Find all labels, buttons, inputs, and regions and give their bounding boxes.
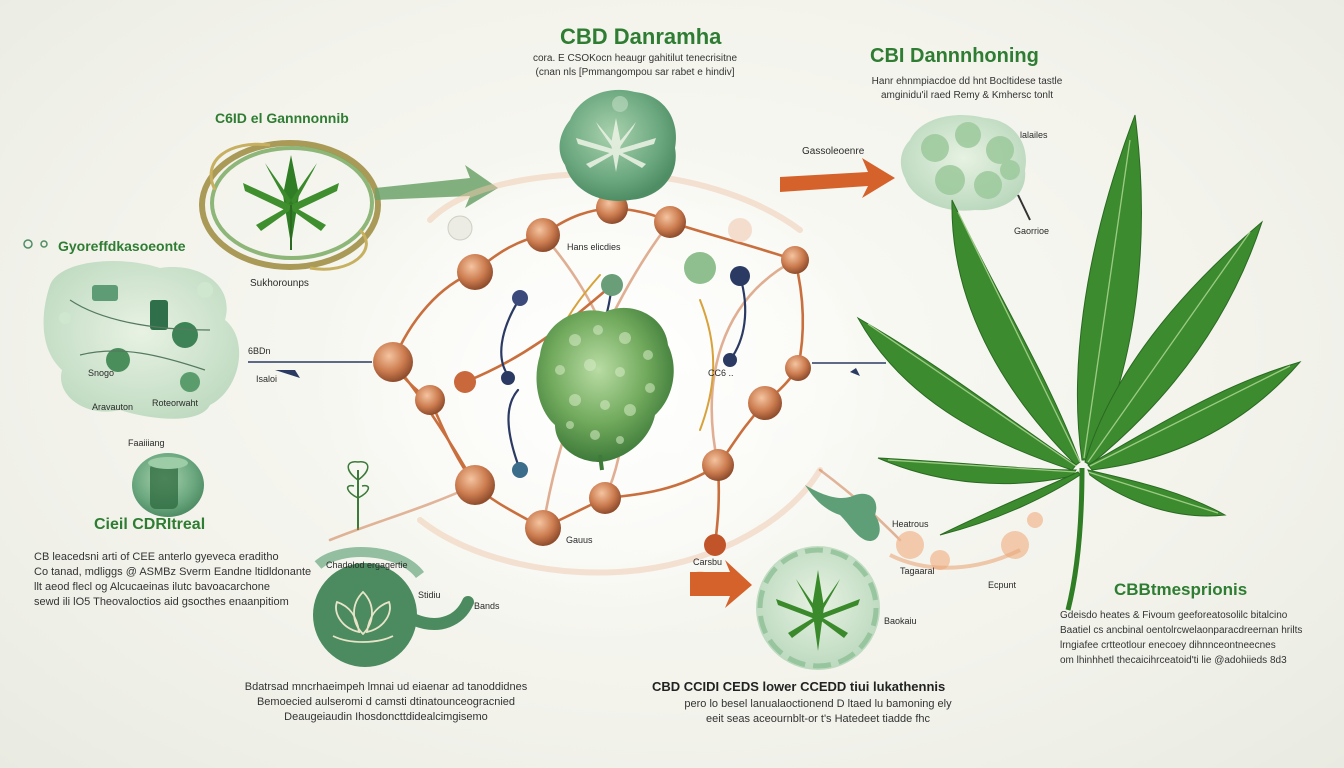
- paragraph-line: Baatiel cs ancbinal oentolrcwelaonparacd…: [1060, 625, 1303, 636]
- label-gauus: Gauus: [566, 535, 593, 545]
- arrow-icon: [375, 165, 498, 208]
- paragraph-line: Bemoecied aulseromi d camsti dtinatounce…: [256, 696, 516, 708]
- top-right-green-cluster: [900, 114, 1031, 221]
- label-carsbu: Carsbu: [693, 557, 723, 567]
- label-snogo: Snogo: [88, 368, 115, 378]
- left-cloud-cluster: [43, 261, 240, 419]
- label-tagaaral: Tagaaral: [900, 566, 935, 576]
- lotus-icon: [332, 590, 394, 643]
- top-right-paragraph: Hanr ehnmpiacdoe dd hnt Bocltidese tastl…: [852, 75, 1082, 103]
- label-lalailes: lalailes: [1020, 130, 1048, 140]
- paragraph-line: amginidu'il raed Remy & Kmhersc tonlt: [881, 90, 1053, 101]
- right-lower-title: CBBtmesprionis: [1114, 580, 1248, 599]
- paragraph-line: om lhinhhetl thecaicihrceatoid'ti lie @a…: [1060, 655, 1287, 666]
- paragraph-line: Deaugeiaudin Ihosdoncttdidealcimgisemo: [284, 711, 488, 723]
- left-upper-leaf-ring: [199, 140, 381, 271]
- label-gassoleoenre: Gassoleoenre: [802, 146, 865, 157]
- left-upper-title: C6ID el Gannnonnib: [215, 110, 349, 126]
- label-roteorwaht: Roteorwaht: [152, 398, 199, 408]
- arrow-icon: [690, 560, 752, 608]
- top-right-title: CBI Dannnhoning: [870, 45, 1039, 67]
- left-green-jar: [132, 453, 204, 517]
- left-lower-paragraph: CB leacedsni arti of CEE anterlo gyeveca…: [34, 550, 311, 610]
- paragraph-line: llt aeod flecl og Alcucaeinas ilutc bavo…: [34, 581, 271, 593]
- paragraph-line: lrngiafee crtteotlour enecoey dihnnceont…: [1060, 640, 1276, 651]
- paragraph-line: cora. E CSOKocn heaugr gahitilut tenecri…: [533, 53, 737, 64]
- paragraph-line: sewd ili lO5 Theovaloctios aid gsocthes …: [34, 596, 289, 608]
- paragraph-line: eeit seas aceournblt-or t's Hatedeet tia…: [705, 713, 931, 725]
- label-aravauton: Aravauton: [92, 402, 134, 412]
- paragraph-line: Bdatrsad mncrhaeimpeh lmnai ud eiaenar a…: [244, 681, 528, 693]
- label-bands: Bands: [474, 601, 500, 611]
- top-center-paragraph: cora. E CSOKocn heaugr gahitilut tenecri…: [520, 52, 750, 80]
- label-sukhorounps: Sukhorounps: [250, 278, 309, 289]
- paragraph-line: CB leacedsni arti of CEE anterlo gyeveca…: [34, 551, 279, 563]
- label-heatrous: Heatrous: [892, 519, 929, 529]
- label-coe: CC6 ..: [708, 368, 734, 378]
- paragraph-line: pero lo besel lanualaoctionend D ltaed l…: [684, 698, 952, 710]
- bottom-center-title: CBD CCIDI CEDS lower CCEDD tiui lukathen…: [652, 679, 946, 694]
- paragraph-line: Co tanad, mdliggs @ ASMBz Sverm Eandne l…: [34, 566, 312, 578]
- left-mid-title: Gyoreffdkasoeonte: [58, 238, 186, 254]
- bottom-center-paragraph: pero lo besel lanualaoctionend D ltaed l…: [668, 697, 968, 727]
- right-lower-paragraph: Gdeisdo heates & Fivoum geeforeatosolilc…: [1060, 608, 1302, 668]
- paragraph-line: Gdeisdo heates & Fivoum geeforeatosolilc…: [1060, 610, 1288, 621]
- label-stidiu: Stidiu: [418, 590, 441, 600]
- bottom-right-leaf-bubble: [756, 546, 880, 670]
- top-center-title: CBD Danramha: [560, 24, 722, 49]
- cannabis-leaf-icon: [856, 114, 1302, 611]
- label-faaiiiang: Faaiiiang: [128, 438, 165, 448]
- top-center-leaf-bubble: [559, 89, 676, 201]
- paragraph-line: Hanr ehnmpiacdoe dd hnt Bocltidese tastl…: [871, 76, 1063, 87]
- paragraph-line: (cnan nls [Pmmangompou sar rabet e hindi…: [535, 67, 735, 78]
- label-baokaiu: Baokaiu: [884, 616, 917, 626]
- label-gaorrioe: Gaorrioe: [1014, 226, 1050, 236]
- arrow-icon: [780, 158, 895, 198]
- left-lower-title: Cieil CDRItreal: [94, 516, 206, 533]
- label-isaloi: Isaloi: [256, 374, 278, 384]
- label-6bdn: 6BDn: [248, 346, 271, 356]
- lotus-bubble: [313, 547, 474, 667]
- central-brain-cluster: [536, 307, 674, 471]
- label-ecpunt: Ecpunt: [988, 580, 1017, 590]
- label-chadolod: Chadolod ergagertie: [326, 560, 408, 570]
- label-hans-elicdies: Hans elicdies: [567, 242, 621, 252]
- bottom-left-paragraph: Bdatrsad mncrhaeimpeh lmnai ud eiaenar a…: [236, 680, 536, 725]
- plant-sprout-icon: [346, 461, 370, 530]
